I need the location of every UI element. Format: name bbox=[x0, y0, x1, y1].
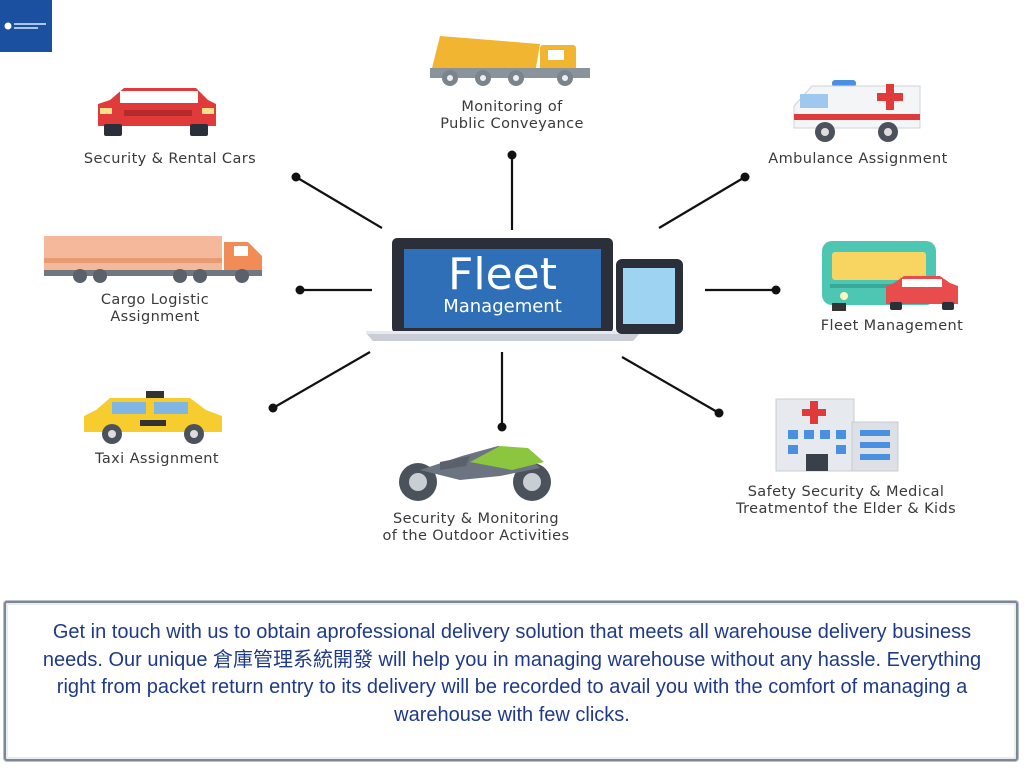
cargo-truck-icon bbox=[44, 236, 262, 283]
connector-ambulance bbox=[658, 172, 750, 229]
label-taxi: Taxi Assignment bbox=[62, 451, 252, 468]
label-line: Fleet Management bbox=[820, 318, 964, 334]
smartphone-icon bbox=[616, 259, 683, 334]
taxi-icon bbox=[84, 391, 222, 444]
label-line: Ambulance Assignment bbox=[768, 151, 948, 167]
label-line: of the Outdoor Activities bbox=[382, 528, 570, 544]
label-line: Assignment bbox=[110, 309, 200, 325]
logo-icon bbox=[4, 22, 46, 30]
connector-taxi bbox=[268, 351, 371, 413]
screen-subtitle: Management bbox=[443, 296, 562, 317]
connector-rental-cars bbox=[291, 172, 383, 229]
label-line: Cargo Logistic bbox=[100, 292, 210, 308]
label-rental-cars: Security & Rental Cars bbox=[50, 151, 290, 168]
bus-and-car-icon bbox=[822, 241, 958, 311]
hospital-icon bbox=[775, 398, 899, 472]
diagram-canvas bbox=[44, 36, 958, 501]
connector-fleet bbox=[705, 285, 781, 295]
label-line: Taxi Assignment bbox=[95, 451, 219, 467]
label-line: Monitoring of bbox=[461, 99, 563, 115]
ambulance-icon bbox=[793, 80, 921, 142]
connector-outdoor bbox=[497, 352, 507, 432]
concrete-mixer-truck-icon bbox=[430, 36, 590, 86]
label-ambulance: Ambulance Assignment bbox=[734, 151, 982, 168]
connector-cargo bbox=[295, 285, 372, 295]
label-line: Treatmentof the Elder & Kids bbox=[735, 501, 957, 517]
label-fleet: Fleet Management bbox=[790, 318, 994, 335]
label-outdoor: Security & Monitoring of the Outdoor Act… bbox=[344, 511, 608, 545]
red-car-icon bbox=[98, 88, 216, 136]
label-line: Safety Security & Medical bbox=[747, 484, 945, 500]
footer-paragraph: Get in touch with us to obtain aprofessi… bbox=[42, 621, 982, 726]
footer-text-box: Get in touch with us to obtain aprofessi… bbox=[4, 601, 1018, 761]
connectors bbox=[268, 150, 781, 432]
screen-title: Fleet bbox=[448, 249, 557, 300]
company-logo bbox=[0, 0, 52, 52]
laptop-icon bbox=[366, 238, 640, 341]
motorcycle-icon bbox=[399, 446, 551, 501]
label-cargo: Cargo Logistic Assignment bbox=[60, 292, 250, 326]
label-line: Public Conveyance bbox=[440, 116, 584, 132]
label-medical: Safety Security & Medical Treatmentof th… bbox=[698, 484, 994, 518]
label-line: Security & Monitoring bbox=[392, 511, 559, 527]
connector-public-conveyance bbox=[507, 150, 517, 230]
label-line: Security & Rental Cars bbox=[83, 151, 257, 167]
label-public-conveyance: Monitoring of Public Conveyance bbox=[412, 99, 612, 133]
connector-medical bbox=[621, 356, 724, 418]
